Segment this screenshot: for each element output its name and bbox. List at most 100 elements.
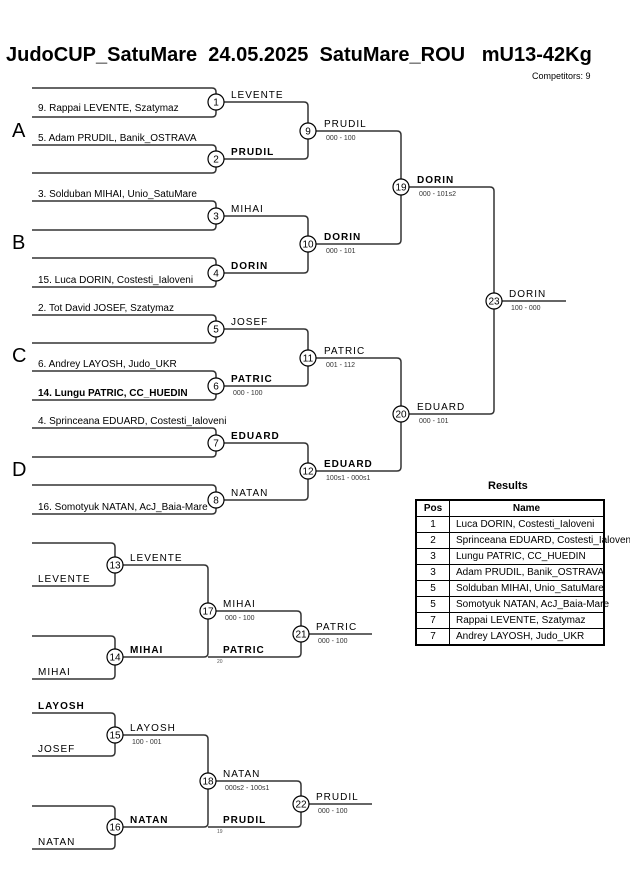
competitor-entry: 15. Luca DORIN, Costesti_Ialoveni [38, 275, 193, 286]
match-number-circle [199, 772, 217, 790]
match-number-circle [207, 491, 225, 509]
loser-from-match: 20 [217, 659, 223, 665]
results-name: Sprinceana EDUARD, Costesti_Ialoveni [449, 532, 630, 549]
repechage-entry: LEVENTE [38, 574, 91, 585]
results-name: Solduban MIHAI, Unio_SatuMare [449, 580, 605, 597]
results-pos: 7 [415, 628, 450, 646]
winner-name: MIHAI [231, 204, 264, 215]
match-number: 9 [305, 127, 311, 138]
match-score: 001 - 112 [326, 362, 355, 369]
results-name: Adam PRUDIL, Banik_OSTRAVA [449, 564, 605, 581]
pool-label-d: D [12, 459, 26, 481]
results-name: Somotyuk NATAN, AcJ_Baia-Mare [449, 596, 609, 613]
match-number: 14 [109, 653, 121, 664]
match-number: 11 [303, 354, 314, 365]
repechage-entry: LAYOSH [38, 701, 85, 712]
results-pos: 3 [415, 548, 450, 565]
results-pos: 5 [415, 596, 450, 613]
winner-name: PRUDIL [324, 119, 367, 130]
repechage-entry: NATAN [38, 837, 75, 848]
match-number-circle [207, 93, 225, 111]
match-number-circle [207, 434, 225, 452]
bracket-line [32, 144, 217, 174]
winner-name: DORIN [417, 175, 454, 186]
results-title: Results [488, 480, 528, 492]
champion-name: DORIN [509, 289, 546, 300]
match-number-circle [207, 207, 225, 225]
bracket-line [308, 357, 402, 472]
winner-name: EDUARD [231, 431, 280, 442]
results-name: Rappai LEVENTE, Szatymaz [449, 612, 605, 629]
winner-name: NATAN [223, 769, 260, 780]
match-number-circle [106, 648, 124, 666]
winner-name: JOSEF [231, 317, 268, 328]
match-number: 23 [488, 297, 500, 308]
bronze-winner-name: PATRIC [316, 622, 357, 633]
bracket-line [32, 427, 217, 458]
results-pos: 5 [415, 580, 450, 597]
match-score: 000 - 100 [318, 808, 348, 815]
results-name: Lungu PATRIC, CC_HUEDIN [449, 548, 605, 565]
winner-name: PRUDIL [231, 147, 274, 158]
match-number: 16 [109, 823, 121, 834]
competitor-entry: 14. Lungu PATRIC, CC_HUEDIN [38, 388, 188, 399]
competitor-entry: 2. Tot David JOSEF, Szatymaz [38, 303, 174, 314]
loser-entry: PRUDIL [223, 815, 266, 826]
match-number: 15 [109, 731, 121, 742]
winner-name: DORIN [231, 261, 268, 272]
bracket-line [115, 734, 209, 828]
match-number: 12 [302, 467, 314, 478]
match-number: 22 [295, 800, 307, 811]
match-score: 000s2 - 100s1 [225, 785, 269, 792]
match-number-circle [299, 122, 317, 140]
winner-name: PATRIC [231, 374, 273, 385]
match-number-circle [207, 377, 225, 395]
match-score: 000 - 101 [419, 418, 449, 425]
results-header-name: Name [449, 499, 605, 517]
match-number-circle [106, 726, 124, 744]
repechage-entry: JOSEF [38, 744, 75, 755]
match-number-circle [299, 235, 317, 253]
match-number: 19 [395, 183, 407, 194]
winner-name: LEVENTE [231, 90, 284, 101]
results-pos: 1 [415, 516, 450, 533]
results-pos: 7 [415, 612, 450, 629]
match-number: 1 [213, 98, 219, 109]
results-pos: 2 [415, 532, 450, 549]
results-name: Andrey LAYOSH, Judo_UKR [449, 628, 605, 646]
match-number-circle [392, 178, 410, 196]
pool-label-a: A [12, 120, 26, 142]
winner-name: EDUARD [417, 402, 465, 413]
loser-from-match: 19 [217, 829, 223, 835]
pool-label-b: B [12, 232, 25, 254]
match-number-circle [106, 818, 124, 836]
match-number: 3 [213, 212, 219, 223]
winner-name: MIHAI [130, 645, 163, 656]
bracket-line [308, 130, 402, 245]
winner-name: LEVENTE [130, 553, 183, 564]
match-number: 21 [295, 630, 307, 641]
match-score: 000 - 100 [326, 135, 356, 142]
match-number-circle [207, 150, 225, 168]
competitor-entry: 6. Andrey LAYOSH, Judo_UKR [38, 359, 177, 370]
winner-name: DORIN [324, 232, 361, 243]
results-header-row: Pos Name [415, 499, 605, 517]
competitor-entry: 4. Sprinceana EDUARD, Costesti_Ialoveni [38, 416, 226, 427]
results-name: Luca DORIN, Costesti_Ialoveni [449, 516, 605, 533]
match-number: 20 [395, 410, 407, 421]
match-score: 000 - 100 [233, 390, 263, 397]
match-number: 2 [213, 155, 219, 166]
match-score: 000 - 100 [225, 615, 255, 622]
bronze-winner-name: PRUDIL [316, 792, 359, 803]
match-number-circle [199, 602, 217, 620]
match-score: 100 - 000 [511, 305, 541, 312]
winner-name: EDUARD [324, 459, 373, 470]
match-score: 000 - 100 [318, 638, 348, 645]
winner-name: NATAN [231, 488, 268, 499]
